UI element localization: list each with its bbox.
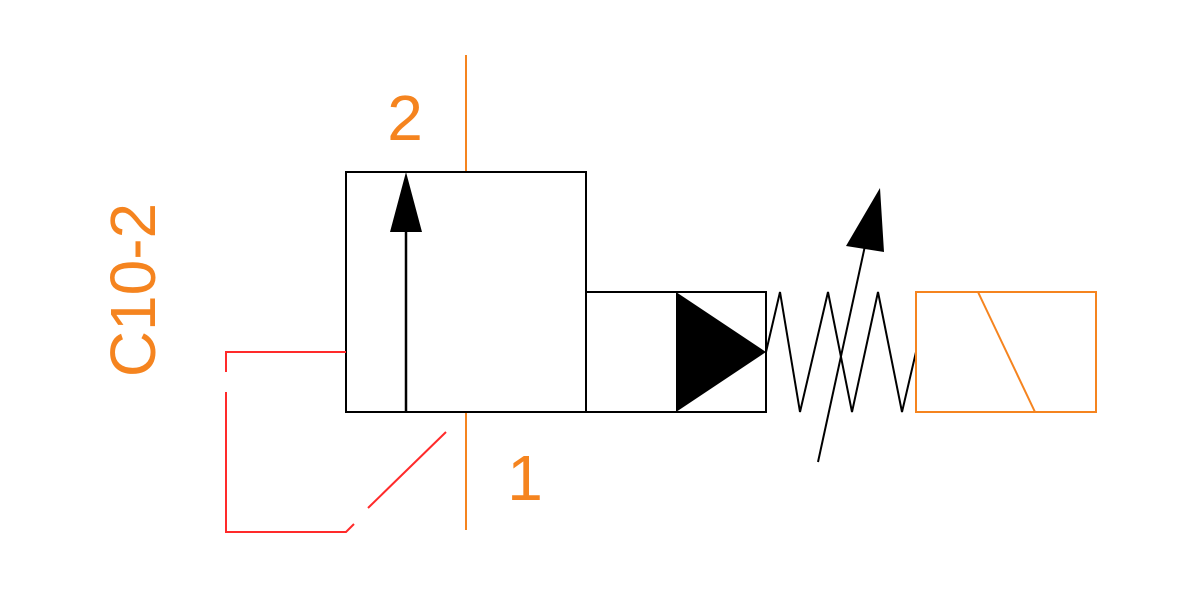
- direction-triangle-icon: [676, 292, 766, 412]
- pilot-line-diagonal: [367, 431, 447, 509]
- pilot-line-lower: [225, 392, 355, 533]
- port-1-label: 1: [507, 442, 543, 514]
- valve-main-box: [345, 171, 587, 413]
- adjustable-arrow-head-icon: [846, 188, 884, 252]
- adjustable-arrow-shaft: [817, 231, 869, 463]
- pilot-line: [225, 351, 346, 372]
- solenoid-box: [915, 291, 1097, 413]
- solenoid-coil-icon: [977, 291, 1036, 413]
- spring-icon: [765, 291, 917, 413]
- flow-arrow-head-icon: [390, 172, 422, 232]
- model-label: C10-2: [97, 203, 169, 377]
- port-2-label: 2: [387, 82, 423, 154]
